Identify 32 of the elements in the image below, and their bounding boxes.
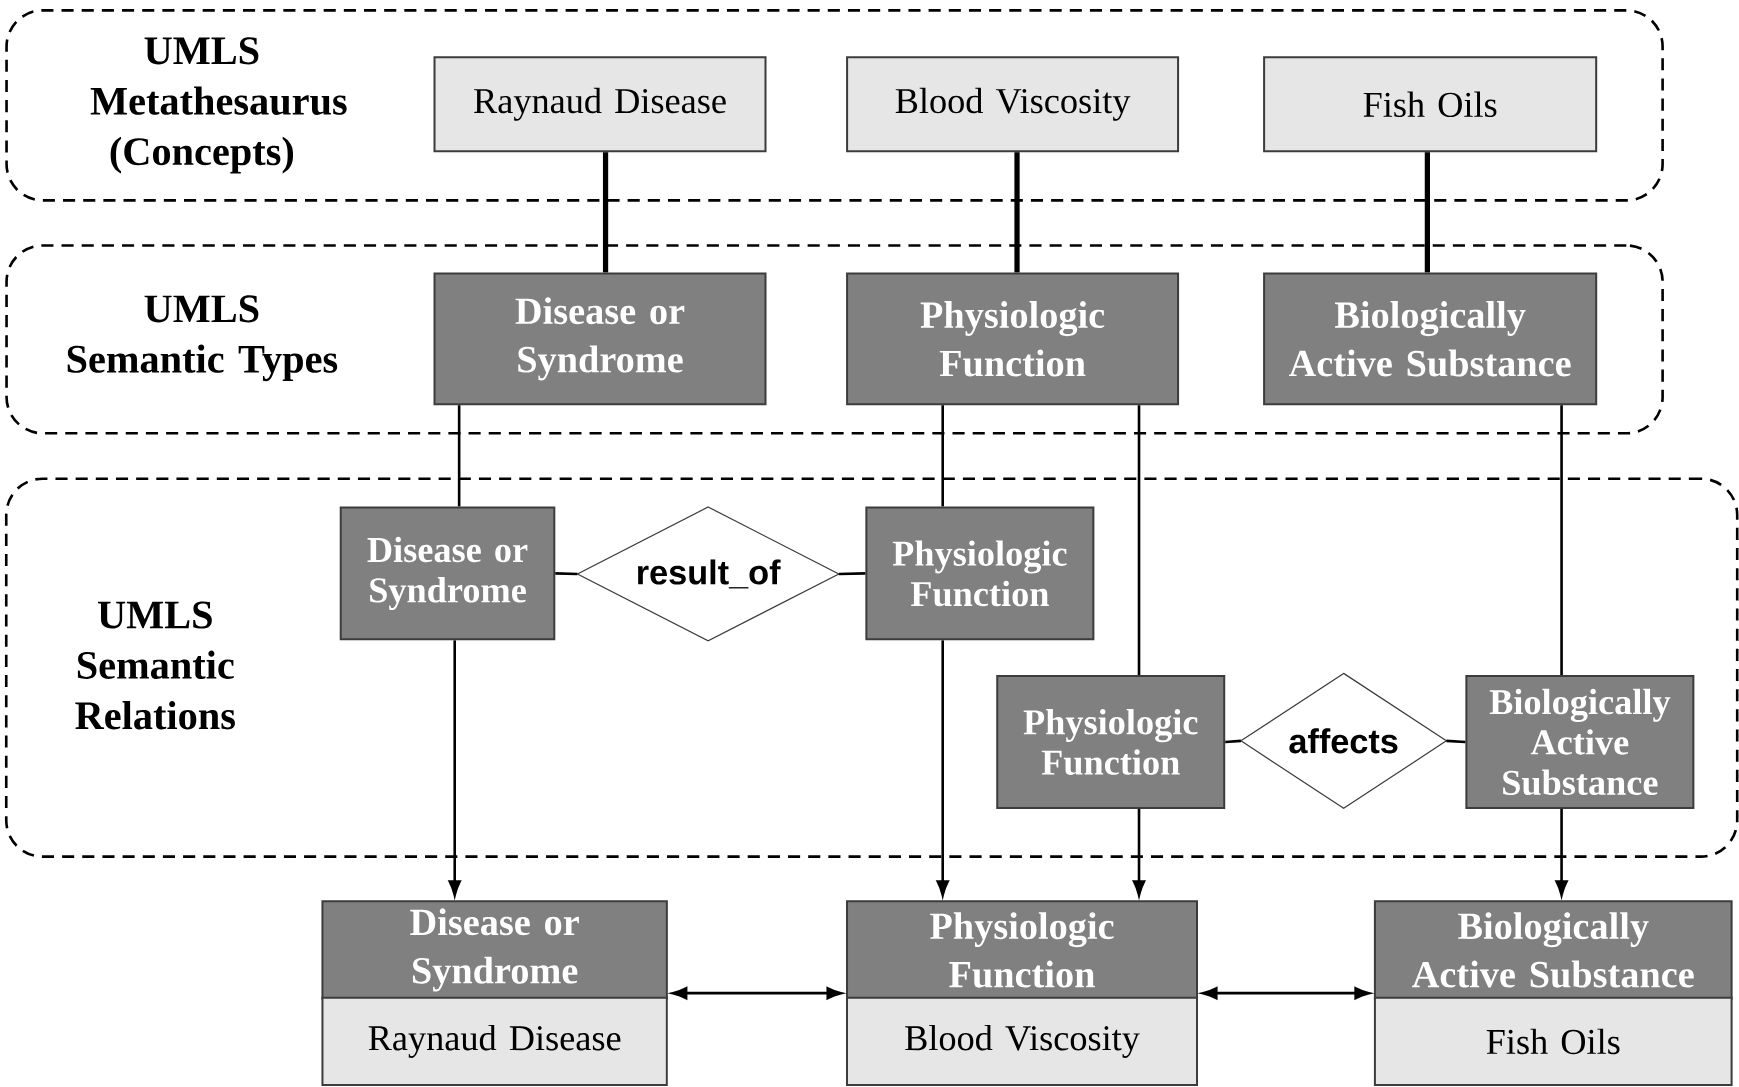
concept-box: Blood Viscosity xyxy=(846,996,1198,1087)
concept-box: Fish Oils xyxy=(1263,56,1598,153)
connector xyxy=(1424,152,1430,273)
connector xyxy=(1137,405,1141,676)
concept-box: Raynaud Disease xyxy=(321,996,668,1087)
type-box: Disease or Syndrome xyxy=(433,272,767,406)
connector xyxy=(941,405,944,507)
connector xyxy=(1446,739,1466,744)
band-heading: UMLS Semantic Relations xyxy=(75,601,235,730)
concept-box: Raynaud Disease xyxy=(433,56,767,153)
connector xyxy=(1225,739,1241,744)
connector xyxy=(1201,987,1371,1000)
connector xyxy=(555,572,578,576)
concept-box: Fish Oils xyxy=(1373,996,1733,1087)
type-box: Biologically Active Substance xyxy=(1465,675,1695,809)
connector xyxy=(457,405,461,507)
type-box: Physiologic Function xyxy=(996,675,1226,809)
connector xyxy=(1560,405,1563,676)
category-header: Biologically Active Substance xyxy=(1373,900,1733,1000)
type-box: Physiologic Function xyxy=(865,506,1095,641)
connector xyxy=(1132,809,1146,897)
concept-box: Blood Viscosity xyxy=(846,56,1180,153)
connector xyxy=(1014,152,1020,273)
band-heading: UMLS Metathesaurus (Concepts) xyxy=(90,37,347,174)
type-box: Disease or Syndrome xyxy=(339,506,556,641)
type-box: Biologically Active Substance xyxy=(1263,272,1598,406)
band-heading: UMLS Semantic Types xyxy=(67,295,338,382)
category-header: Physiologic Function xyxy=(846,900,1198,1000)
category-header: Disease or Syndrome xyxy=(321,900,668,1000)
type-box: Physiologic Function xyxy=(846,272,1180,406)
connector xyxy=(838,572,866,576)
connector xyxy=(602,152,609,273)
